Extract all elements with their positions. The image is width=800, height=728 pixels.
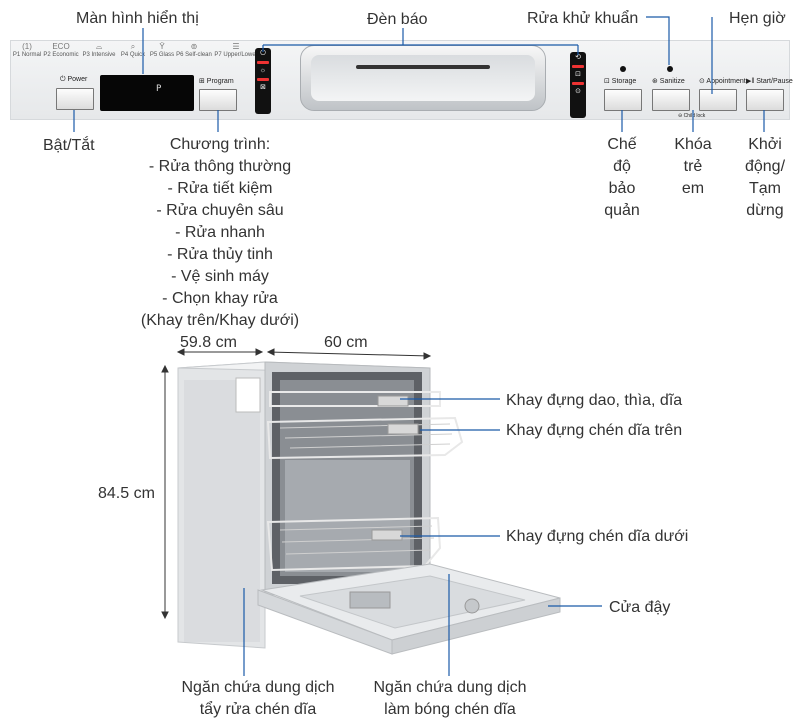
height-dimension: 84.5 cm (98, 485, 155, 502)
display-readout: P (156, 84, 162, 94)
power-indicator-icon: ⏻ (260, 50, 266, 57)
program-p7: ☰P7 Upper/Lower (214, 42, 258, 58)
power-label: Bật/Tắt (43, 137, 95, 154)
self-clean-icon: ⊚ (190, 42, 198, 51)
eco-icon: ECO (52, 42, 70, 51)
storage-led (620, 66, 626, 72)
timer-label: Hẹn giờ (729, 10, 786, 27)
door-label: Cửa đậy (609, 599, 671, 616)
quick-icon: ⌕ (130, 42, 136, 51)
glass-icon: Ϋ (159, 42, 165, 51)
power-button[interactable] (56, 88, 94, 110)
door-handle (300, 45, 546, 111)
program-p4: ⌕P4 Quick (114, 42, 152, 58)
normal-wash-icon: (1) (22, 42, 32, 51)
rinse-indicator-icon: ☼ (259, 67, 267, 74)
rack-select-icon: ☰ (232, 42, 240, 51)
dishwasher-illustration (177, 361, 561, 655)
lcd-display (100, 75, 194, 111)
salt-indicator-icon: ⊠ (260, 84, 266, 91)
childlock-caption: ⊖ Child lock (678, 113, 706, 119)
sanitize-button-label: ⊛ Sanitize (652, 78, 685, 85)
sanitize-label: Rửa khử khuẩn (527, 10, 639, 27)
start-pause-button[interactable] (746, 89, 784, 111)
program-p1: (1)P1 Normal (8, 42, 46, 58)
timer-indicator-icon: ⊙ (575, 88, 581, 95)
appointment-button[interactable] (699, 89, 737, 111)
storage-indicator-icon: ⟲ (575, 54, 581, 61)
right-indicator-strip: ⟲ ⊡ ⊙ (570, 52, 586, 118)
program-list-title: Chương trình: (169, 136, 271, 153)
leader-lines (73, 16, 765, 676)
sanitize-led (667, 66, 673, 72)
program-p3: ⌓P3 Intensive (80, 42, 118, 58)
lock-indicator-icon: ⊡ (575, 71, 581, 78)
sanitize-button[interactable] (652, 89, 690, 111)
appointment-button-label: ⊙ Appointment (699, 78, 746, 85)
power-button-label: ⏻ Power (60, 76, 88, 83)
start-button-label: ▶‖ Start/Pause (746, 78, 793, 85)
depth-dimension: 59.8 cm (180, 334, 237, 351)
storage-button[interactable] (604, 89, 642, 111)
display-label: Màn hình hiển thị (76, 10, 199, 27)
left-indicator-strip: ⏻ ☼ ⊠ (255, 48, 271, 114)
indicator-label: Đèn báo (367, 11, 428, 28)
upper-rack-label: Khay đựng chén dĩa trên (506, 422, 683, 439)
storage-button-label: ⊡ Storage (604, 78, 637, 85)
program-p6: ⊚P6 Self-clean (176, 42, 212, 58)
program-button-label: ⊞ Program (199, 78, 234, 85)
width-dimension: 60 cm (324, 334, 368, 351)
dimension-arrows (161, 348, 432, 620)
lower-rack-label: Khay đựng chén dĩa dưới (506, 528, 689, 545)
cutlery-tray-label: Khay đựng dao, thìa, dĩa (506, 392, 683, 409)
program-list: Chương trình: - Rửa thông thường - Rửa t… (130, 134, 310, 332)
intensive-icon: ⌓ (95, 42, 103, 51)
